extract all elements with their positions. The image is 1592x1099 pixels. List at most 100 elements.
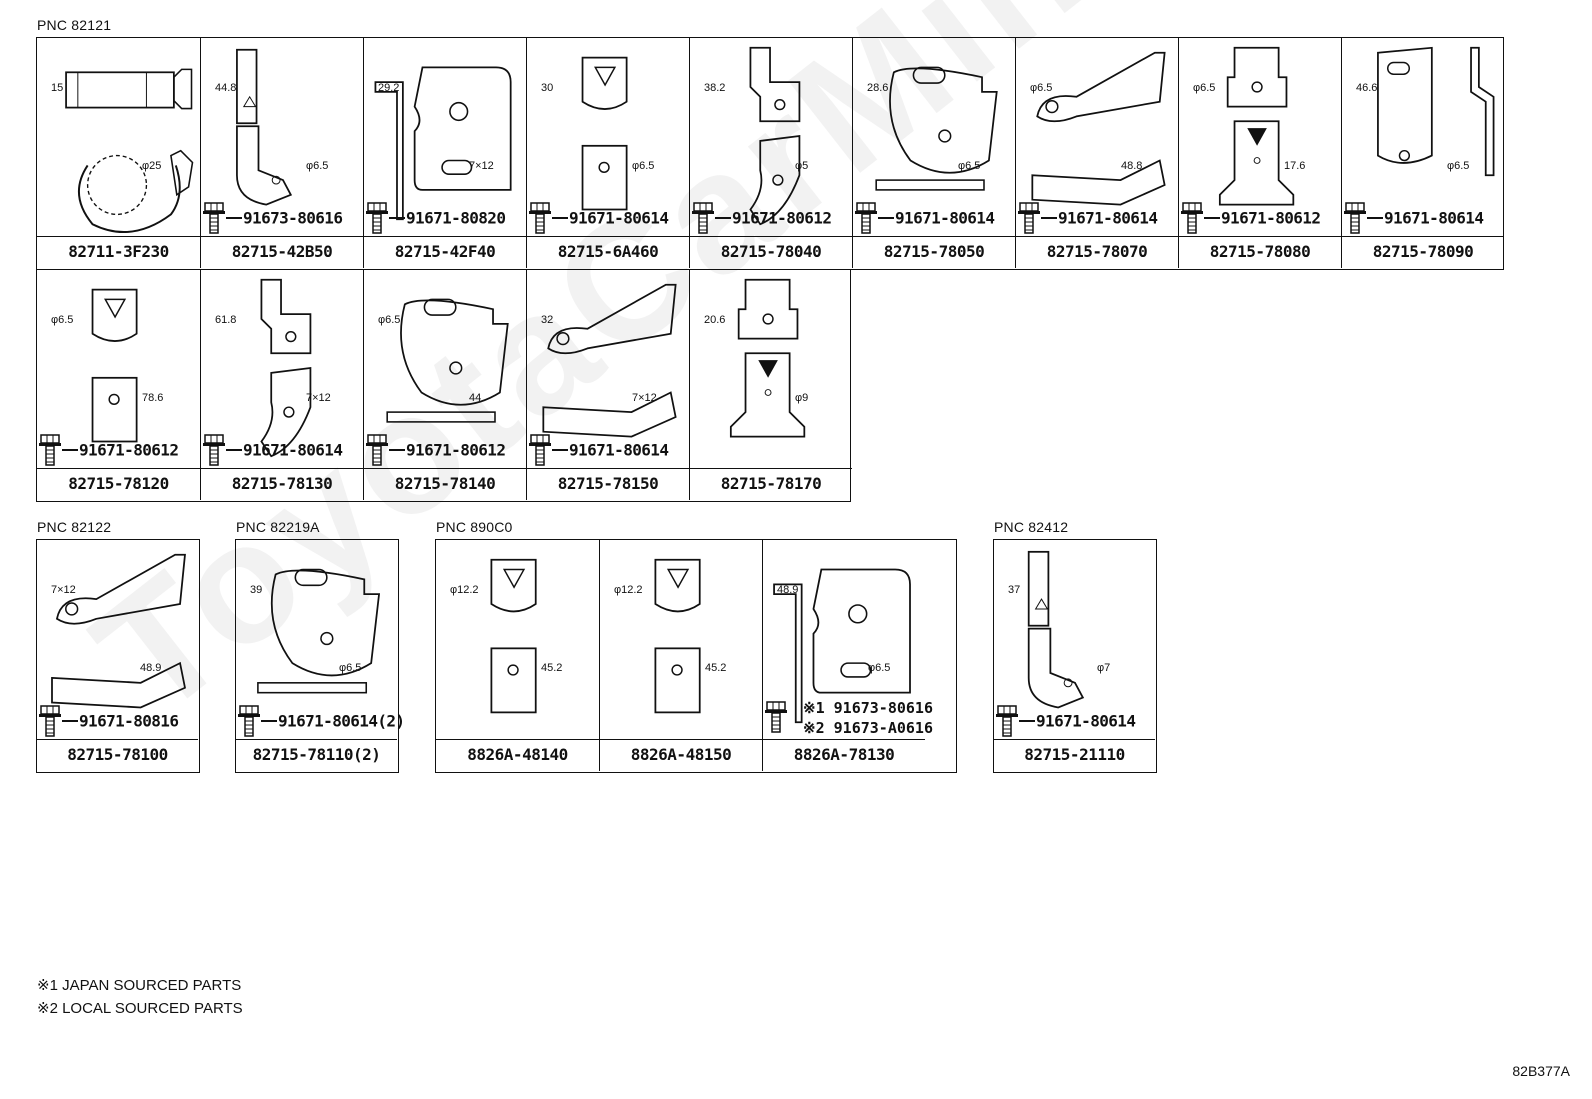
pnc-label: PNC 82219A	[236, 519, 320, 535]
dimension-label: 48.9	[140, 662, 162, 674]
bolt-icon	[39, 705, 61, 737]
dimension-label: 37	[1008, 584, 1021, 596]
bracket-sketch	[374, 66, 512, 221]
bolt-callout: 91671-80614	[529, 202, 669, 234]
part-number: 82715-6A460	[527, 236, 689, 267]
bracket-sketch	[749, 46, 801, 226]
fastener-part-number: ※2 91673-A0616	[803, 719, 933, 737]
bracket-sketch	[581, 56, 628, 211]
dimension-label: 7×12	[306, 392, 331, 404]
bracket-sketch	[490, 558, 537, 714]
dimension-label: 45.2	[541, 662, 563, 674]
bolt-part-number: 91671-80614	[1058, 208, 1158, 228]
dimension-label: 7×12	[469, 160, 494, 172]
pnc-label: PNC 890C0	[436, 519, 513, 535]
bolt-part-number: 91671-80614	[895, 208, 995, 228]
dimension-label: 29.2	[378, 82, 400, 94]
part-number: 82711-3F230	[37, 236, 200, 267]
part-number: 8826A-48140	[436, 739, 599, 770]
dimension-label: 7×12	[51, 584, 76, 596]
bolt-callout: 91671-80612	[692, 202, 832, 234]
bolt-part-number: 91671-80614	[243, 440, 343, 460]
parts-grid-82412: 37 φ7 91671-80614 82715-21110	[993, 539, 1157, 773]
dimension-label: φ6.5	[632, 160, 655, 172]
bolt-icon	[1344, 202, 1366, 234]
part-cell: φ6.5 48.8 91671-80614 82715-78070	[1015, 38, 1178, 268]
bolt-icon	[1181, 202, 1203, 234]
drawing-id: 82B377A	[1512, 1063, 1570, 1079]
bracket-sketch	[65, 68, 194, 234]
bolt-part-number: 91671-80612	[406, 440, 506, 460]
bracket-sketch	[51, 553, 186, 709]
bolt-callout: 91671-80816	[39, 705, 179, 737]
dimension-label: 48.9	[777, 584, 799, 596]
dimension-label: φ6.5	[1193, 82, 1216, 94]
dimension-label: φ6.5	[339, 662, 362, 674]
bolt-icon	[529, 202, 551, 234]
bolt-callout: 91671-80614	[996, 705, 1136, 737]
bolt-icon	[692, 202, 714, 234]
bolt-callout: 91671-80614	[203, 434, 343, 466]
dimension-label: φ6.5	[1030, 82, 1053, 94]
part-number: 82715-78120	[37, 468, 200, 499]
dimension-label: 30	[541, 82, 554, 94]
bracket-sketch	[729, 278, 806, 438]
bolt-icon	[855, 202, 877, 234]
bolt-part-number: 91671-80612	[1221, 208, 1321, 228]
bolt-part-number: 91671-80820	[406, 208, 506, 228]
dimension-label: 46.6	[1356, 82, 1378, 94]
bolt-part-number: 91671-80816	[79, 711, 179, 731]
dimension-label: 17.6	[1284, 160, 1306, 172]
bracket-sketch	[1031, 51, 1166, 206]
bolt-part-number: 91671-80614	[1384, 208, 1484, 228]
dimension-label: φ6.5	[51, 314, 74, 326]
bracket-sketch	[542, 283, 677, 438]
bracket-sketch	[1027, 550, 1085, 709]
bolt-icon	[1018, 202, 1040, 234]
bracket-sketch	[1218, 46, 1295, 206]
dimension-label: 15	[51, 82, 64, 94]
bolt-part-number: 91671-80614	[1036, 711, 1136, 731]
dimension-label: 78.6	[142, 392, 164, 404]
bolt-callout: 91671-80820	[366, 202, 506, 234]
part-number: 82715-78040	[690, 236, 852, 267]
part-number: 82715-78090	[1342, 236, 1504, 267]
dimension-label: φ6.5	[378, 314, 401, 326]
dimension-label: 38.2	[704, 82, 726, 94]
dimension-label: 48.8	[1121, 160, 1143, 172]
note-local-sourced: ※2 LOCAL SOURCED PARTS	[37, 1000, 243, 1017]
bracket-sketch	[1377, 46, 1495, 177]
dimension-label: 44	[469, 392, 482, 404]
bracket-sketch	[654, 558, 701, 714]
bolt-callout: 91671-80614(2)	[238, 705, 405, 737]
part-number: 8826A-48150	[600, 739, 762, 770]
dimension-label: φ12.2	[450, 584, 479, 596]
dimension-label: 7×12	[632, 392, 657, 404]
fastener-part-number: ※1 91673-80616	[803, 699, 933, 717]
pnc-label: PNC 82122	[37, 519, 112, 535]
dimension-label: φ7	[1097, 662, 1111, 674]
part-number: 82715-78170	[690, 468, 852, 499]
bracket-sketch	[260, 278, 312, 458]
bolt-part-number: 91671-80614	[569, 208, 669, 228]
bolt-callout: 91671-80612	[366, 434, 506, 466]
part-number: 82715-21110	[994, 739, 1155, 770]
part-number: 82715-78070	[1016, 236, 1178, 267]
part-number: 8826A-78130	[763, 739, 925, 770]
